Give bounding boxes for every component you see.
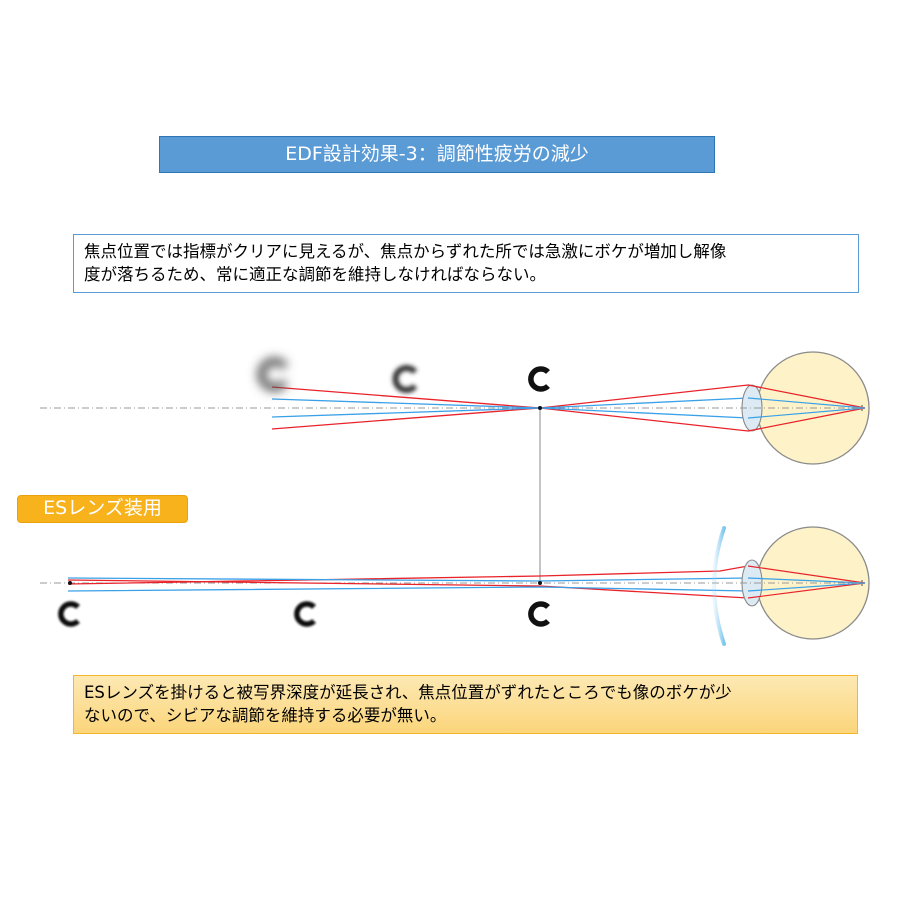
rays-in-eye xyxy=(740,384,866,599)
ray-eye-blue-upper-a xyxy=(747,397,866,409)
es-lens-label: ESレンズ装用 xyxy=(17,495,188,523)
focus-point-upper xyxy=(538,406,542,410)
eyeball-icon-upper xyxy=(741,351,870,465)
ray-eye-blue-lower-b xyxy=(747,582,866,592)
landolt-c-icon-upper-mid xyxy=(392,365,418,393)
ray-eye-red-lower-b xyxy=(747,565,866,584)
ray-eye-red-upper-b xyxy=(747,407,866,432)
landolt-c-icon-lower-mid xyxy=(294,601,316,627)
eyeball-icon-lower xyxy=(741,526,870,640)
description-es-lens: ESレンズを掛けると被写界深度が延長され、焦点位置がずれたところでも像のボケが少… xyxy=(73,675,858,734)
description-normal-line2: 度が落ちるため、常に適正な調節を維持しなければならない。 xyxy=(84,265,546,284)
description-es-line2: ないので、シビアな調節を維持する必要が無い。 xyxy=(84,706,447,725)
landolt-c-icon-lower-focus xyxy=(528,601,550,627)
landolt-c-icon-upper-far xyxy=(257,357,289,392)
ray-eye-blue-lower-a xyxy=(747,577,866,584)
focus-point-lower xyxy=(538,581,542,585)
near-point-lower xyxy=(68,581,72,585)
landolt-c-icon-lower-far xyxy=(58,601,80,627)
ray-eye-red-upper-a xyxy=(747,384,866,409)
ray-eye-red-lower-a xyxy=(747,582,866,599)
description-normal-line1: 焦点位置では指標がクリアに見えるが、焦点からずれた所では急激にボケが増加し解像 xyxy=(84,242,727,261)
landolt-c-icon-upper-focus xyxy=(528,366,550,392)
spectacle-lens-icon xyxy=(712,526,726,646)
description-normal: 焦点位置では指標がクリアに見えるが、焦点からずれた所では急激にボケが増加し解像 … xyxy=(73,234,859,293)
description-es-line1: ESレンズを掛けると被写界深度が延長され、焦点位置がずれたところでも像のボケが少 xyxy=(84,683,732,702)
page-title: EDF設計効果-3：調節性疲労の減少 xyxy=(159,136,715,173)
ray-eye-blue-upper-b xyxy=(747,407,866,419)
